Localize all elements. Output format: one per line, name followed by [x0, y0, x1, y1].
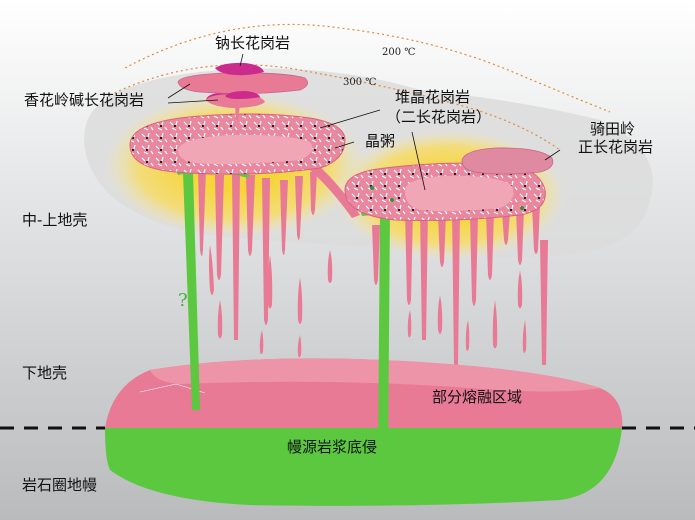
- crystal-mush-specks: [370, 186, 524, 210]
- label-lower-crust: 下地壳: [22, 364, 68, 382]
- label-partial-melting: 部分熔融区域: [432, 388, 523, 406]
- label-qitianling-1: 骑田岭: [590, 120, 636, 138]
- label-mid-upper-crust: 中-上地壳: [22, 211, 88, 229]
- label-crystal-mush: 晶粥: [365, 132, 396, 150]
- isotherm-300: [109, 64, 561, 151]
- xianghualing-pluton: [177, 62, 308, 120]
- left-cumulate-chamber: [129, 113, 346, 175]
- label-xianghualing: 香花岭碱长花岗岩: [24, 91, 145, 109]
- label-mantle-underplating: 幔源岩浆底侵: [287, 438, 378, 456]
- right-cumulate-chamber: [344, 162, 546, 221]
- leader-lines: [167, 53, 561, 191]
- label-cumulate-granite: 堆晶花岗岩: [395, 88, 471, 106]
- label-albite-granite: 钠长花岗岩: [215, 34, 291, 52]
- label-qitianling-2: 正长花岗岩: [578, 138, 654, 156]
- partial-melting-zone: [105, 358, 623, 430]
- label-question-mark: ?: [178, 290, 188, 311]
- mantle-underplating: [105, 428, 622, 506]
- label-temp-200: 200 ℃: [382, 47, 416, 58]
- isotherm-200: [124, 23, 611, 113]
- label-temp-300: 300 ℃: [343, 77, 377, 88]
- label-lithospheric-mantle: 岩石圈地幔: [22, 476, 98, 494]
- melt-drips: [198, 165, 548, 365]
- label-two-mica-granite: （二长花岗岩）: [386, 108, 492, 126]
- qitianling-pluton: [461, 147, 554, 175]
